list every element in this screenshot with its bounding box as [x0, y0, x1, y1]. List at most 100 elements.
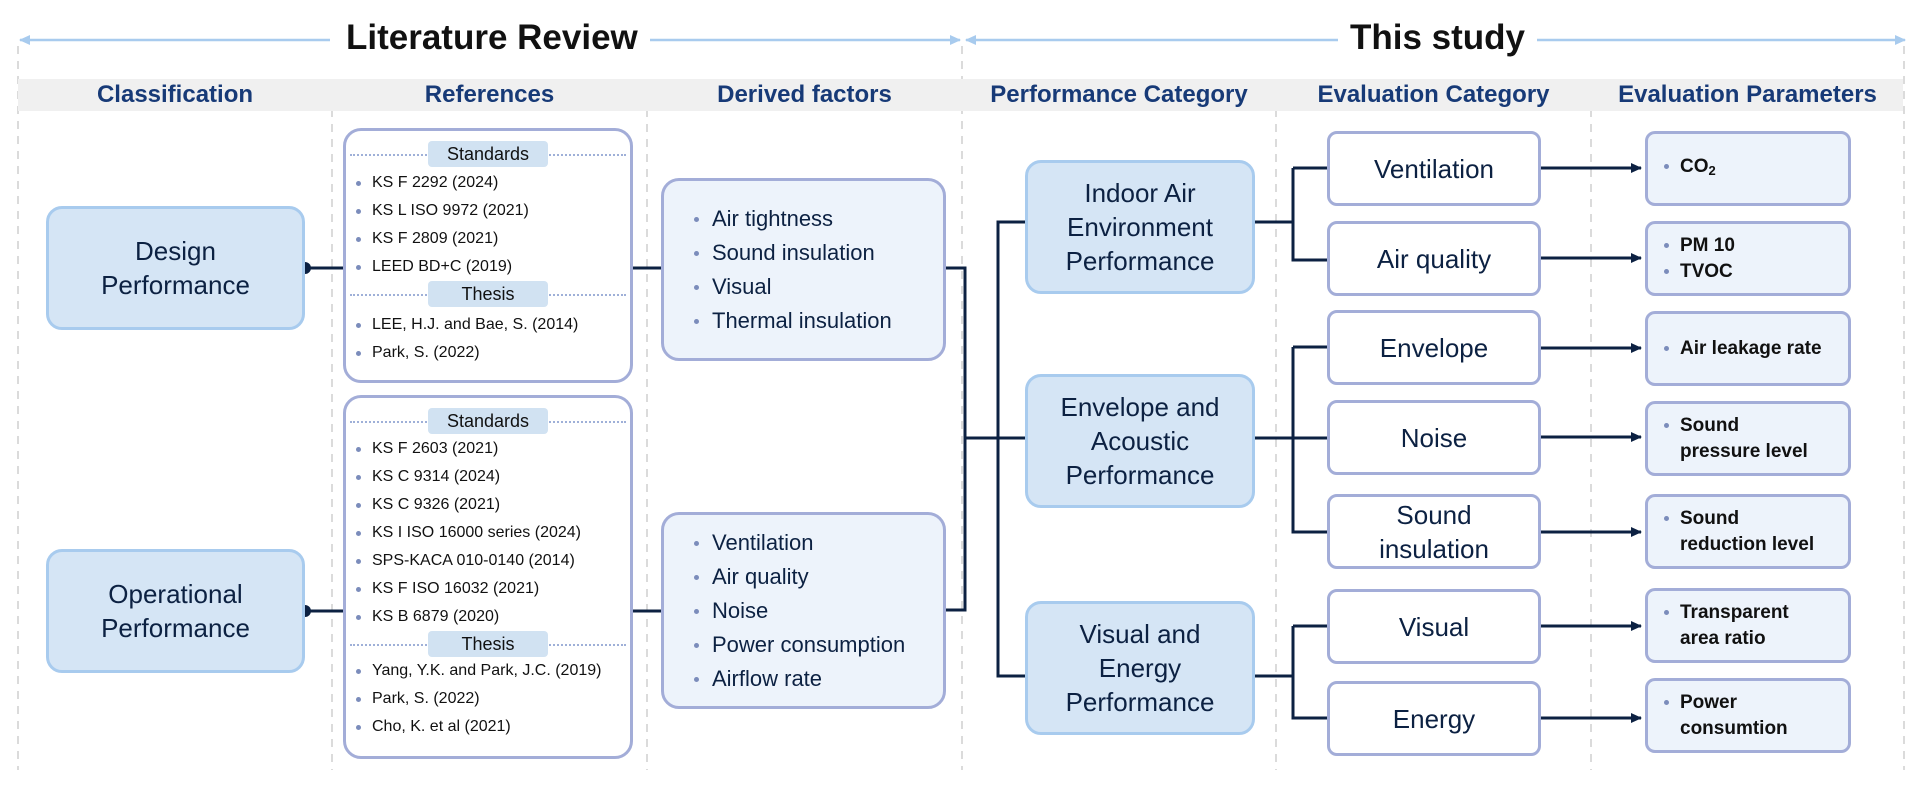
visual-energy-line-3: Performance [1065, 687, 1215, 717]
design-standards-label: Standards [428, 141, 548, 167]
eval-air-quality-box: Air quality [1327, 221, 1541, 296]
reference-item: Yang, Y.K. and Park, J.C. (2019) [346, 657, 630, 685]
reference-item: KS B 6879 (2020) [346, 603, 630, 631]
indoor-air-line-2: Environment [1067, 212, 1213, 242]
param-energy-box: Power consumtion [1645, 678, 1851, 753]
reference-item: KS F 2603 (2021) [346, 435, 630, 463]
design-factors-list: Air tightness Sound insulation Visual Th… [664, 202, 943, 338]
eval-sound-insulation-line-2: insulation [1379, 533, 1489, 564]
envelope-acoustic-branch [1255, 345, 1327, 534]
param-item: Transparent area ratio [1648, 600, 1848, 652]
design-references-box: Standards KS F 2292 (2024) KS L ISO 9972… [343, 128, 633, 383]
eval-energy-box: Energy [1327, 681, 1541, 756]
factor-item: Air tightness [664, 202, 943, 236]
reference-item: Park, S. (2022) [346, 339, 630, 367]
operational-derived-factors-box: Ventilation Air quality Noise Power cons… [661, 512, 946, 709]
column-header-classification: Classification [96, 81, 254, 108]
param-noise-list: Sound pressure level [1648, 413, 1848, 465]
visual-energy-line-2: Energy [1098, 653, 1182, 683]
design-standards-group: Standards [346, 141, 630, 167]
column-header-evaluation-parameters: Evaluation Parameters [1618, 81, 1877, 108]
visual-energy-performance-box: Visual and Energy Performance [1025, 601, 1255, 735]
eval-envelope-box: Envelope [1327, 310, 1541, 385]
factor-item: Airflow rate [664, 662, 943, 696]
design-standards-list: KS F 2292 (2024) KS L ISO 9972 (2021) KS… [346, 169, 630, 281]
parameter-arrows [1541, 163, 1642, 723]
param-energy-list: Power consumtion [1648, 690, 1848, 742]
factor-item: Noise [664, 594, 943, 628]
param-item: Air leakage rate [1648, 336, 1848, 362]
reference-item: KS C 9314 (2024) [346, 463, 630, 491]
param-sound-insulation-box: Sound reduction level [1645, 494, 1851, 569]
visual-energy-branch [1255, 624, 1327, 720]
column-header-band [18, 79, 1903, 111]
param-item: PM 10 [1648, 233, 1848, 259]
operational-standards-label: Standards [428, 408, 548, 434]
operational-standards-group: Standards [346, 408, 630, 434]
co2-subscript: 2 [1708, 162, 1716, 178]
eval-sound-insulation-box: Sound insulation [1327, 494, 1541, 569]
param-noise-box: Sound pressure level [1645, 401, 1851, 476]
reference-item: Park, S. (2022) [346, 685, 630, 713]
column-header-evaluation-category: Evaluation Category [1317, 81, 1550, 108]
factor-item: Thermal insulation [664, 304, 943, 338]
operational-references-box: Standards KS F 2603 (2021) KS C 9314 (20… [343, 395, 633, 759]
eval-air-quality-label: Air quality [1376, 243, 1492, 274]
operational-thesis-label: Thesis [428, 631, 548, 657]
indoor-air-line-1: Indoor Air [1084, 178, 1196, 208]
column-header-performance-category: Performance Category [990, 81, 1248, 108]
column-header-references: References [424, 81, 555, 108]
reference-item: LEED BD+C (2019) [346, 253, 630, 281]
eval-visual-box: Visual [1327, 589, 1541, 664]
operational-factors-list: Ventilation Air quality Noise Power cons… [664, 526, 943, 696]
eval-ventilation-label: Ventilation [1374, 153, 1494, 184]
param-item: CO2 [1648, 154, 1848, 184]
performance-bracket [996, 220, 1025, 678]
design-thesis-list: LEE, H.J. and Bae, S. (2014) Park, S. (2… [346, 311, 630, 367]
param-air-quality-list: PM 10 TVOC [1648, 233, 1848, 285]
factor-item: Power consumption [664, 628, 943, 662]
this-study-title: This study [1338, 18, 1538, 58]
param-item: Sound pressure level [1648, 413, 1848, 465]
design-performance-box: Design Performance [46, 206, 305, 330]
operational-thesis-group: Thesis [346, 631, 630, 657]
operational-standards-list: KS F 2603 (2021) KS C 9314 (2024) KS C 9… [346, 435, 630, 631]
operational-performance-line-1: Operational [108, 579, 243, 609]
co2-text: CO [1680, 155, 1709, 177]
reference-item: SPS-KACA 010-0140 (2014) [346, 547, 630, 575]
param-item: Sound reduction level [1648, 506, 1848, 558]
param-sound-insulation-list: Sound reduction level [1648, 506, 1848, 558]
param-item: TVOC [1648, 259, 1848, 285]
factor-item: Sound insulation [664, 236, 943, 270]
envelope-acoustic-line-3: Performance [1065, 460, 1215, 490]
eval-sound-insulation-line-1: Sound [1396, 499, 1472, 530]
operational-thesis-list: Yang, Y.K. and Park, J.C. (2019) Park, S… [346, 657, 630, 741]
reference-item: KS C 9326 (2021) [346, 491, 630, 519]
reference-item: KS L ISO 9972 (2021) [346, 197, 630, 225]
param-visual-list: Transparent area ratio [1648, 600, 1848, 652]
reference-item: KS I ISO 16000 series (2024) [346, 519, 630, 547]
eval-noise-label: Noise [1400, 422, 1468, 453]
param-ventilation-list: CO2 [1648, 154, 1848, 184]
eval-envelope-label: Envelope [1379, 332, 1489, 363]
factor-item: Air quality [664, 560, 943, 594]
design-thesis-label: Thesis [428, 281, 548, 307]
param-item: Power consumtion [1648, 690, 1848, 742]
param-envelope-box: Air leakage rate [1645, 311, 1851, 386]
eval-energy-label: Energy [1392, 703, 1476, 734]
design-performance-line-2: Performance [101, 270, 250, 300]
param-air-quality-box: PM 10 TVOC [1645, 221, 1851, 296]
envelope-acoustic-line-1: Envelope and [1060, 392, 1220, 422]
column-separators [17, 46, 1905, 770]
literature-review-title: Literature Review [334, 18, 650, 58]
eval-ventilation-box: Ventilation [1327, 131, 1541, 206]
indoor-air-branch [1255, 166, 1327, 262]
reference-item: LEE, H.J. and Bae, S. (2014) [346, 311, 630, 339]
design-derived-factors-box: Air tightness Sound insulation Visual Th… [661, 178, 946, 361]
design-performance-line-1: Design [135, 236, 216, 266]
param-ventilation-box: CO2 [1645, 131, 1851, 206]
reference-item: KS F 2292 (2024) [346, 169, 630, 197]
operational-performance-line-2: Performance [101, 613, 250, 643]
